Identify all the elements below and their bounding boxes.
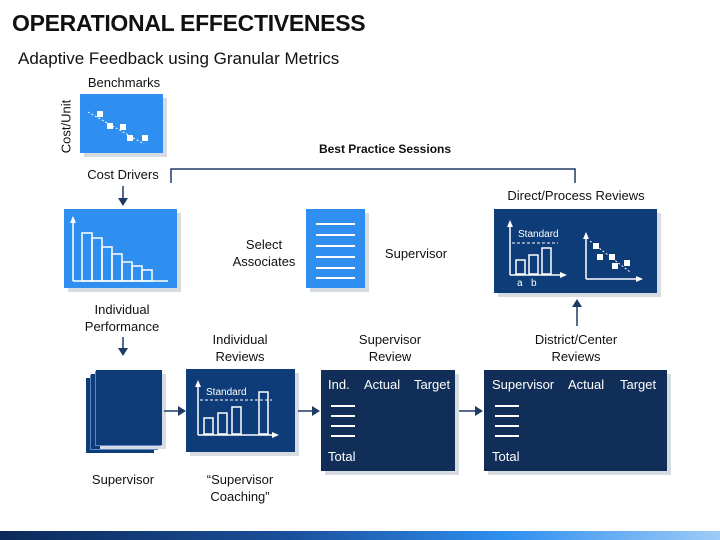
standard-text: Standard (206, 387, 247, 398)
supervisor-review-label: Supervisor Review (358, 332, 422, 364)
document-icon (306, 209, 365, 288)
axis-b-text: b (531, 278, 537, 289)
arrow-down-icon (118, 337, 128, 356)
list-lines-icon (495, 405, 519, 437)
supervisor-review-table: Ind. Actual Target Total (321, 370, 455, 471)
select-associates-label: Select Associates (232, 237, 296, 269)
list-lines-icon (331, 405, 355, 437)
table-header-actual: Actual (568, 377, 605, 392)
individual-performance-chart (64, 209, 177, 288)
page-subtitle: Adaptive Feedback using Granular Metrics (18, 49, 340, 68)
benchmarks-chart (80, 94, 163, 153)
cost-drivers-label: Cost Drivers (87, 167, 159, 182)
arrow-right-icon (459, 406, 483, 416)
coaching-chart: Standard (186, 369, 295, 452)
table-header-target: Target (414, 377, 451, 392)
page-title: OPERATIONAL EFFECTIVENESS (12, 10, 366, 36)
supervisor-middle-label: Supervisor (384, 246, 448, 261)
best-practice-bracket (170, 168, 576, 183)
supervisor-bottom-label: Supervisor (91, 472, 155, 487)
arrow-down-icon (118, 186, 128, 206)
arrow-up-icon (572, 299, 582, 326)
pareto-bar-icon (70, 216, 168, 282)
supervisor-coaching-label: “Supervisor Coaching” (206, 472, 274, 504)
supervisor-stack-icon (96, 370, 162, 445)
axis-a-text: a (517, 278, 523, 289)
best-practice-label: Best Practice Sessions (318, 142, 452, 156)
district-review-table: Supervisor Actual Target Total (484, 370, 667, 471)
document-lines-icon (316, 223, 355, 279)
individual-performance-label: Individual Performance (84, 302, 160, 334)
individual-reviews-label: Individual Reviews (212, 332, 268, 364)
footer-gradient-bar (0, 531, 720, 540)
standard-bar-and-scatter-icon: Standard a b (507, 220, 643, 289)
table-header-actual: Actual (364, 377, 401, 392)
table-header-supervisor: Supervisor (492, 377, 555, 392)
table-footer-total: Total (492, 449, 520, 464)
direct-process-chart: Standard a b (494, 209, 657, 293)
standard-text: Standard (518, 229, 559, 240)
table-footer-total: Total (328, 449, 356, 464)
table-header-ind: Ind. (328, 377, 350, 392)
direct-process-label: Direct/Process Reviews (507, 188, 645, 203)
table-header-target: Target (620, 377, 657, 392)
benchmarks-scatter-icon (87, 111, 148, 145)
standard-bar-icon: Standard (195, 380, 279, 438)
cost-unit-label: Cost/Unit (58, 99, 74, 154)
arrow-right-icon (164, 406, 186, 416)
benchmarks-label: Benchmarks (87, 75, 161, 90)
district-center-label: District/Center Reviews (534, 332, 618, 364)
arrow-right-icon (298, 406, 320, 416)
